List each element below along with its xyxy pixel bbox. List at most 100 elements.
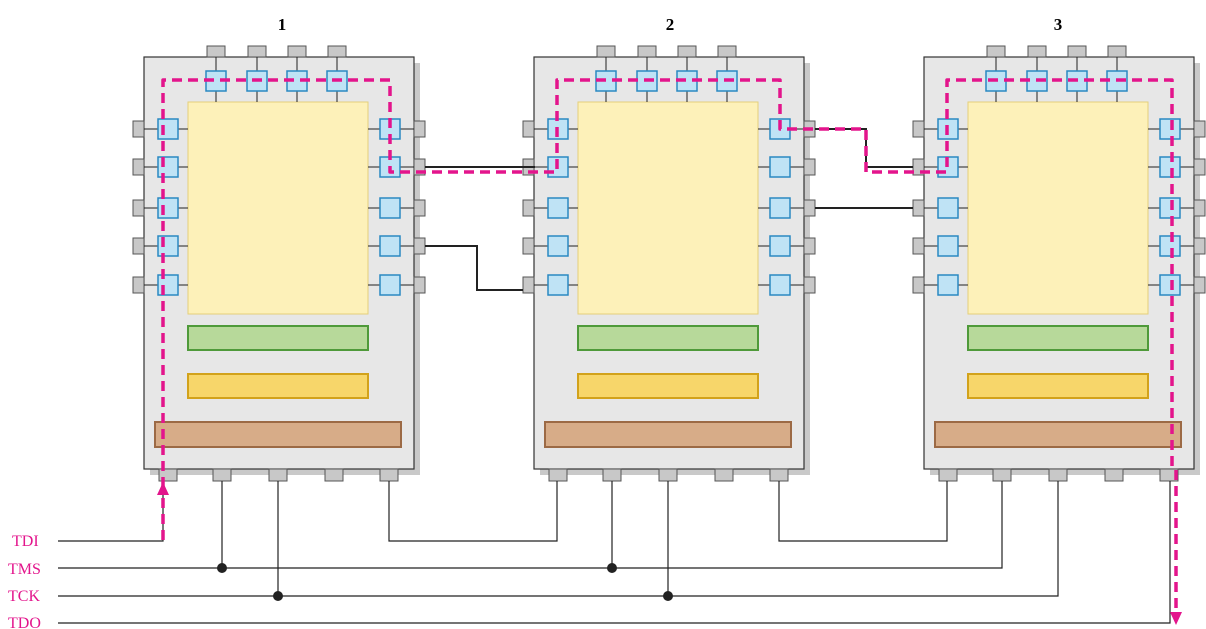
- bottom-pin: [769, 468, 789, 482]
- chip-1-label: 1: [278, 15, 287, 34]
- tdo-wire: [58, 481, 1171, 624]
- bottom-pin: [714, 468, 734, 482]
- bottom-pin: [548, 468, 568, 482]
- left-pin: [132, 276, 145, 294]
- bottom-pin: [1104, 468, 1124, 482]
- bottom-pin: [602, 468, 622, 482]
- boundary-cell: [769, 156, 791, 178]
- left-pin: [522, 237, 535, 255]
- bottom-pin: [1048, 468, 1068, 482]
- left-pin: [912, 120, 925, 138]
- wire-chip2-chip3-upper: [815, 128, 913, 168]
- wire-chip1-chip2-lower: [425, 245, 523, 291]
- right-pin: [1193, 199, 1206, 217]
- right-pin: [803, 199, 816, 217]
- yellow-register: [967, 373, 1149, 399]
- top-pin: [637, 45, 657, 58]
- bottom-pin: [658, 468, 678, 482]
- chip-3: [912, 45, 1206, 482]
- bottom-pin: [324, 468, 344, 482]
- boundary-cell: [769, 197, 791, 219]
- left-pin: [522, 199, 535, 217]
- core-logic: [967, 101, 1149, 315]
- left-pin: [132, 237, 145, 255]
- boundary-cell: [937, 274, 959, 296]
- tan-register: [934, 421, 1182, 448]
- boundary-cell: [157, 197, 179, 219]
- right-pin: [413, 237, 426, 255]
- bottom-pin: [992, 468, 1012, 482]
- bottom-pin: [212, 468, 232, 482]
- right-pin: [1193, 120, 1206, 138]
- right-pin: [1193, 237, 1206, 255]
- left-pin: [132, 120, 145, 138]
- boundary-cell: [1159, 235, 1181, 257]
- right-pin: [1193, 158, 1206, 176]
- chip-2-label: 2: [666, 15, 675, 34]
- chip-1: [132, 45, 426, 482]
- boundary-cell: [157, 156, 179, 178]
- tms-wire: [58, 481, 1003, 569]
- tdo-to-tdi-link-2-3: [778, 481, 948, 542]
- boundary-cell: [1159, 118, 1181, 140]
- tck-label: TCK: [8, 588, 40, 605]
- boundary-cell: [937, 197, 959, 219]
- top-pin: [1027, 45, 1047, 58]
- junction-dot: [273, 591, 283, 601]
- junction-dot: [607, 563, 617, 573]
- top-pin: [1107, 45, 1127, 58]
- boundary-cell: [937, 235, 959, 257]
- boundary-cell: [769, 235, 791, 257]
- right-pin: [803, 237, 816, 255]
- left-pin: [522, 120, 535, 138]
- bottom-pin: [379, 468, 399, 482]
- top-pin: [596, 45, 616, 58]
- scan-path-layer: [157, 78, 1182, 625]
- tck-wire: [58, 481, 1059, 597]
- right-pin: [413, 276, 426, 294]
- bottom-pin: [1159, 468, 1179, 482]
- tdo-to-tdi-link-1-2: [388, 481, 558, 542]
- boundary-cell: [769, 274, 791, 296]
- green-register: [967, 325, 1149, 351]
- green-register: [187, 325, 369, 351]
- yellow-register: [577, 373, 759, 399]
- top-pin: [287, 45, 307, 58]
- left-pin: [132, 158, 145, 176]
- labels-layer: 1 2 3 TDI TMS TCK TDO: [8, 15, 1062, 629]
- boundary-cell: [379, 235, 401, 257]
- bottom-pin: [938, 468, 958, 482]
- green-register: [577, 325, 759, 351]
- tms-label: TMS: [8, 561, 41, 578]
- right-pin: [413, 199, 426, 217]
- bottom-pin: [268, 468, 288, 482]
- right-pin: [1193, 276, 1206, 294]
- chips-layer: [132, 45, 1206, 482]
- right-pin: [803, 276, 816, 294]
- scan-chain-path: [161, 78, 1174, 487]
- left-pin: [912, 276, 925, 294]
- left-pin: [522, 276, 535, 294]
- left-pin: [912, 199, 925, 217]
- boundary-cell: [157, 274, 179, 296]
- boundary-cell: [1159, 274, 1181, 296]
- tan-register: [544, 421, 792, 448]
- junction-dot: [217, 563, 227, 573]
- boundary-cell: [379, 197, 401, 219]
- core-logic: [577, 101, 759, 315]
- boundary-cell: [1159, 197, 1181, 219]
- right-pin: [803, 158, 816, 176]
- top-pin: [206, 45, 226, 58]
- junction-dot: [663, 591, 673, 601]
- chip-3-label: 3: [1054, 15, 1063, 34]
- boundary-cell: [547, 274, 569, 296]
- tan-register: [154, 421, 402, 448]
- tdi-label: TDI: [12, 533, 39, 550]
- top-pin: [677, 45, 697, 58]
- boundary-cell: [157, 235, 179, 257]
- boundary-cell: [1159, 156, 1181, 178]
- right-pin: [413, 120, 426, 138]
- left-pin: [912, 237, 925, 255]
- top-pin: [247, 45, 267, 58]
